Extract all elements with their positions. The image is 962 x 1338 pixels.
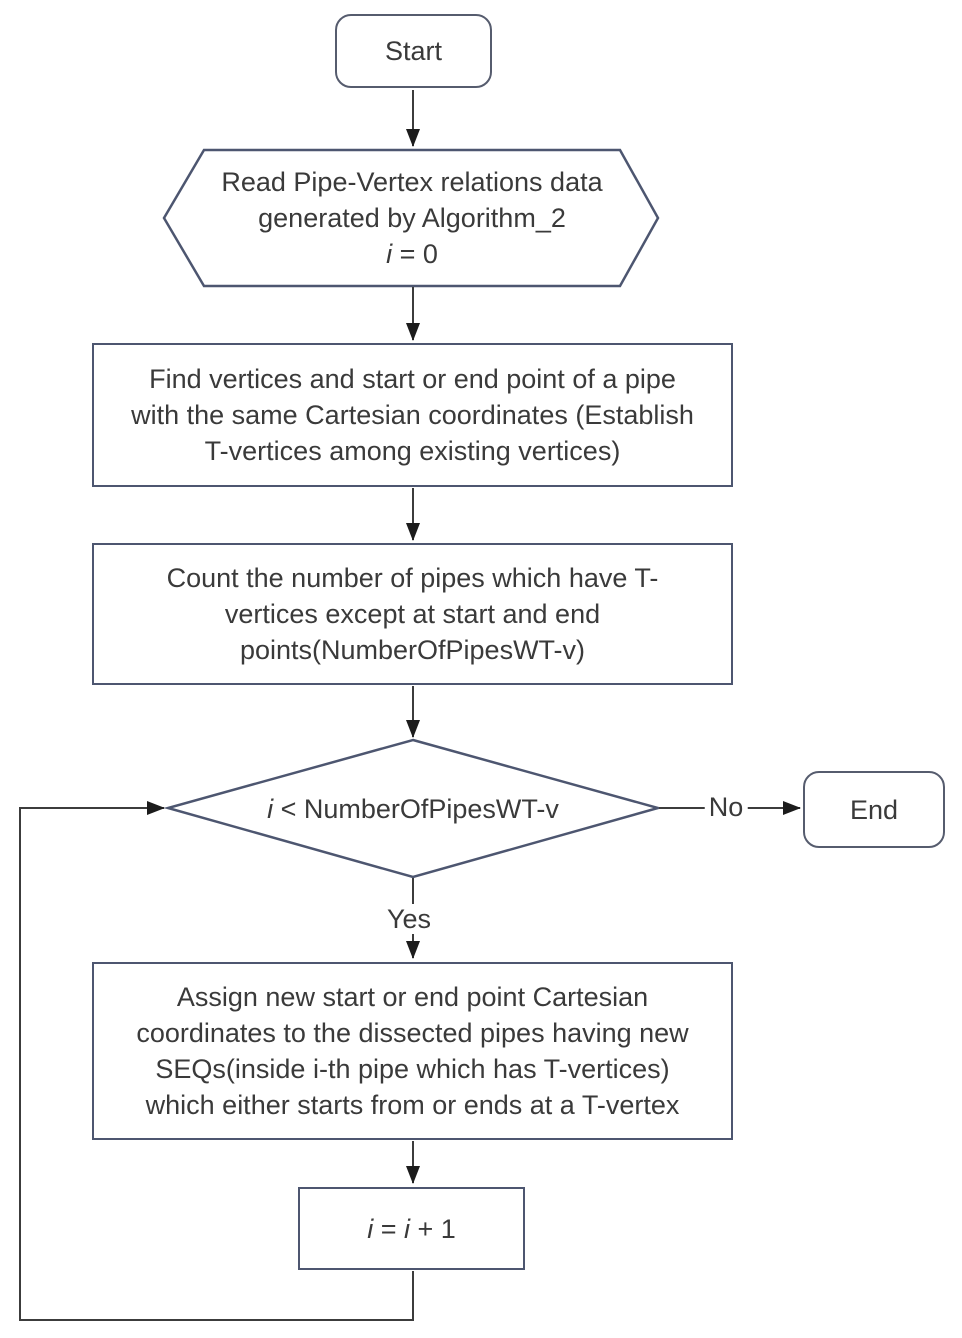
edge-label-yes: Yes [382, 904, 436, 934]
node-find-line: Find vertices and start or end point of … [149, 364, 676, 394]
read-hexagon-shape [162, 148, 660, 288]
decision-diamond-shape [163, 738, 663, 879]
node-read-line: Read Pipe-Vertex relations data [221, 167, 603, 197]
node-increment-expression: i = i + 1 [367, 1213, 456, 1244]
node-read-line: generated by Algorithm_2 [258, 203, 566, 233]
node-assign: Assign new start or end point Cartesian … [92, 962, 733, 1140]
edge-label-no: No [704, 792, 748, 822]
node-count-line: points(NumberOfPipesWT-v) [239, 635, 586, 665]
node-start: Start [335, 14, 492, 88]
node-assign-line: coordinates to the dissected pipes havin… [136, 1018, 689, 1048]
node-count: Count the number of pipes which have T- … [92, 543, 733, 685]
edge-loop-back-to-decision [19, 801, 414, 1321]
node-find: Find vertices and start or end point of … [92, 343, 733, 487]
node-read-init: i = 0 [386, 239, 438, 269]
node-count-line: Count the number of pipes which have T- [166, 563, 659, 593]
node-read: Read Pipe-Vertex relations data generate… [204, 150, 620, 286]
node-assign-line: Assign new start or end point Cartesian [176, 982, 649, 1012]
node-decision-condition: i < NumberOfPipesWT-v [267, 793, 559, 824]
node-decision: i < NumberOfPipesWT-v [168, 740, 658, 877]
node-find-line: with the same Cartesian coordinates (Est… [131, 400, 694, 430]
node-end: End [803, 771, 945, 848]
node-start-label: Start [384, 36, 443, 66]
node-increment: i = i + 1 [298, 1187, 525, 1270]
node-assign-line: which either starts from or ends at a T-… [145, 1090, 680, 1120]
node-assign-line: SEQs(inside i-th pipe which has T-vertic… [155, 1054, 670, 1084]
node-count-line: vertices except at start and end [224, 599, 601, 629]
node-end-label: End [849, 794, 899, 825]
node-find-line: T-vertices among existing vertices) [204, 436, 621, 466]
